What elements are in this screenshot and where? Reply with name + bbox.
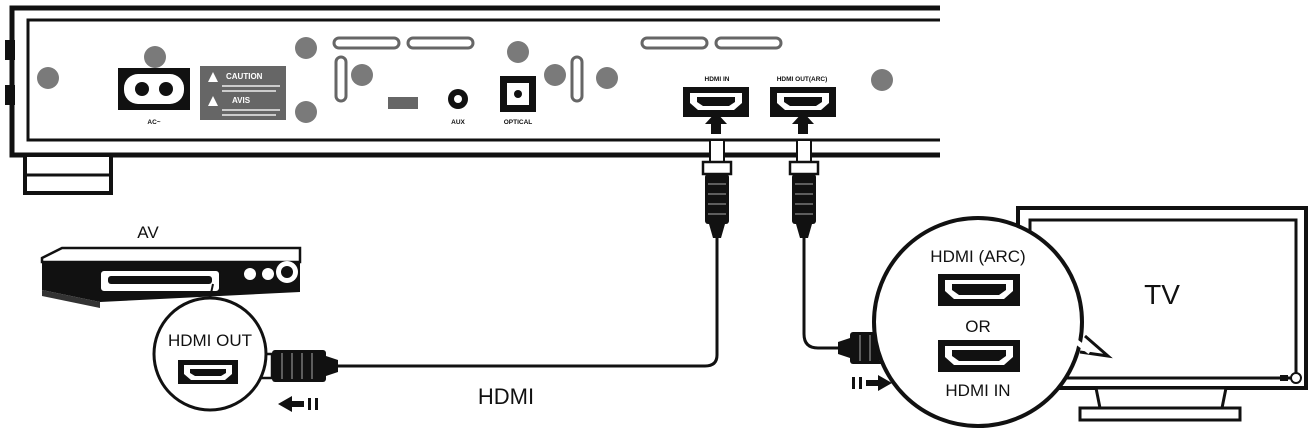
screw-hole bbox=[507, 41, 529, 63]
hdmi-port-icon bbox=[938, 274, 1020, 306]
optical-port-label: OPTICAL bbox=[504, 119, 533, 126]
aux-jack bbox=[448, 89, 468, 109]
soundbar-rear-panel: AC~ CAUTION AVIS AUX OPTICAL bbox=[5, 5, 940, 195]
hdmi-cable-av bbox=[256, 139, 733, 382]
usb-slot bbox=[388, 97, 418, 109]
hdmi-port-icon bbox=[938, 340, 1020, 372]
hdmi-plug-icon bbox=[256, 350, 338, 382]
av-device: AV bbox=[40, 223, 302, 308]
screw-hole bbox=[871, 69, 893, 91]
optical-port bbox=[500, 76, 536, 112]
caution-title: CAUTION bbox=[226, 72, 263, 81]
signal-direction-arrow-icon bbox=[852, 375, 892, 391]
screw-hole bbox=[295, 37, 317, 59]
screw-hole bbox=[351, 64, 373, 86]
screw-hole bbox=[144, 46, 166, 68]
tv-port-callout: HDMI (ARC) OR HDMI IN bbox=[872, 216, 1113, 428]
cable-label: HDMI bbox=[478, 384, 534, 409]
hdmi-port-icon bbox=[178, 360, 238, 384]
hdmi-out-arc-port-label: HDMI OUT(ARC) bbox=[777, 76, 828, 83]
av-hdmi-out-label: HDMI OUT bbox=[168, 331, 252, 350]
caution-label: CAUTION AVIS bbox=[200, 66, 286, 120]
aux-port-label: AUX bbox=[451, 119, 465, 126]
avis-title: AVIS bbox=[232, 96, 251, 105]
ac-port-label: AC~ bbox=[147, 119, 160, 126]
power-socket-icon bbox=[118, 68, 190, 110]
av-device-label: AV bbox=[137, 223, 159, 242]
hdmi-plug-icon bbox=[788, 139, 820, 238]
screw-hole bbox=[37, 67, 59, 89]
screw-hole bbox=[596, 67, 618, 89]
av-port-callout: HDMI OUT bbox=[152, 283, 268, 412]
insert-arrow-icon bbox=[705, 112, 727, 134]
tv-hdmi-arc-label: HDMI (ARC) bbox=[930, 247, 1025, 266]
tv-label: TV bbox=[1144, 279, 1180, 310]
tv-hdmi-in-label: HDMI IN bbox=[945, 381, 1010, 400]
hdmi-plug-icon bbox=[701, 139, 733, 238]
screw-hole bbox=[544, 64, 566, 86]
tv-or-label: OR bbox=[965, 317, 991, 336]
hdmi-in-port-label: HDMI IN bbox=[705, 76, 730, 83]
soundbar-foot bbox=[23, 153, 113, 195]
signal-direction-arrow-icon bbox=[278, 396, 318, 412]
screw-hole bbox=[295, 101, 317, 123]
vent-slots bbox=[332, 36, 783, 103]
insert-arrow-icon bbox=[792, 112, 814, 134]
